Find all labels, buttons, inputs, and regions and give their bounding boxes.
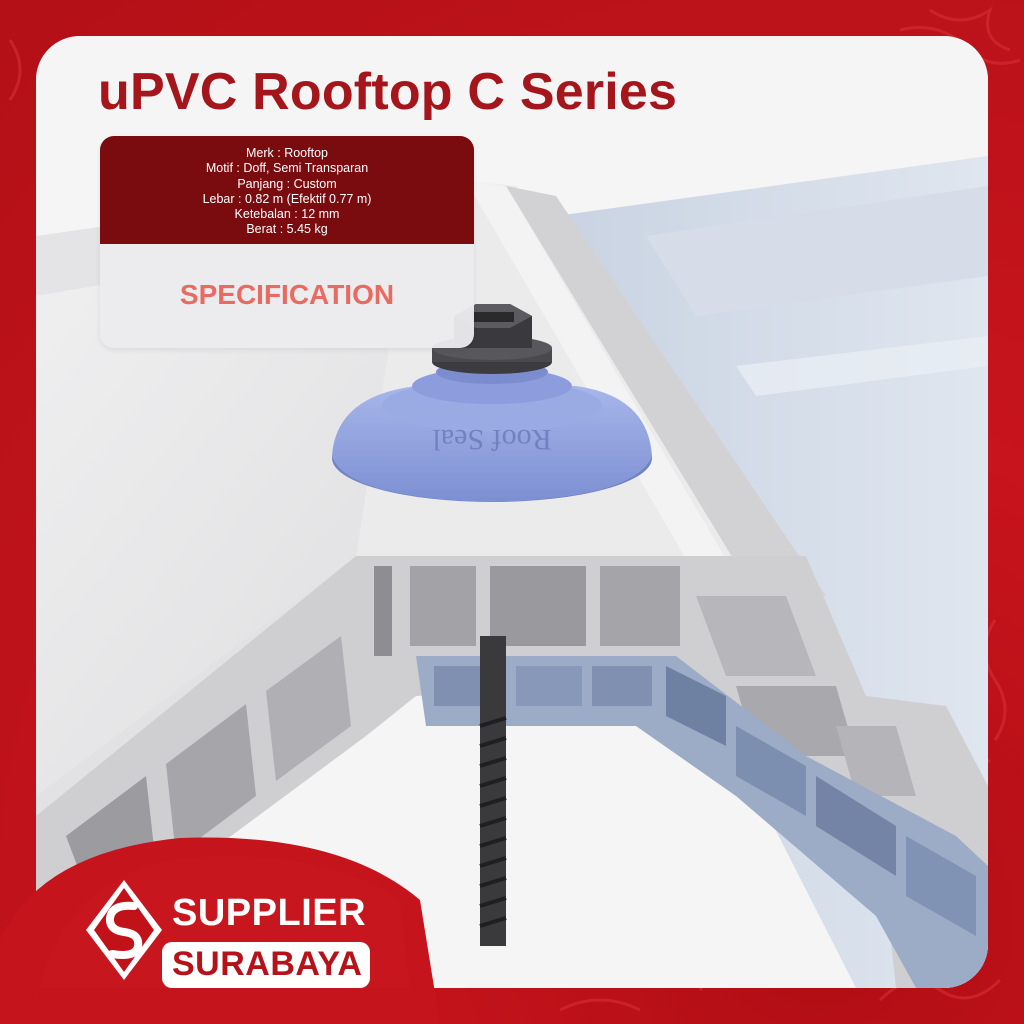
spec-weight: Berat : 5.45 kg [246, 222, 328, 237]
spec-thickness: Ketebalan : 12 mm [234, 207, 340, 222]
specification-panel: Merk : Rooftop Motif : Doff, Semi Transp… [100, 136, 474, 348]
spec-length: Panjang : Custom [237, 176, 337, 191]
product-card: Roof Seal uPVC Rooftop C Series Merk : R… [36, 36, 988, 988]
screw-shaft [479, 636, 507, 946]
brand-name-line1: SUPPLIER [172, 892, 367, 934]
spec-motif: Motif : Doff, Semi Transparan [205, 161, 369, 176]
spec-brand: Merk : Rooftop [246, 146, 328, 160]
specification-label: SPECIFICATION [179, 279, 395, 310]
specification-list: Merk : Rooftop Motif : Doff, Semi Transp… [100, 136, 474, 244]
brand-name-line2: SURABAYA [172, 945, 363, 983]
supplier-surabaya-logo-icon [86, 880, 162, 980]
spec-width: Lebar : 0.82 m (Efektif 0.77 m) [202, 191, 372, 206]
page-title: uPVC Rooftop C Series [98, 63, 678, 121]
brand-name-line2-background [162, 942, 370, 988]
roof-seal: Roof Seal [332, 360, 652, 502]
seal-marking-text: Roof Seal [432, 423, 551, 456]
